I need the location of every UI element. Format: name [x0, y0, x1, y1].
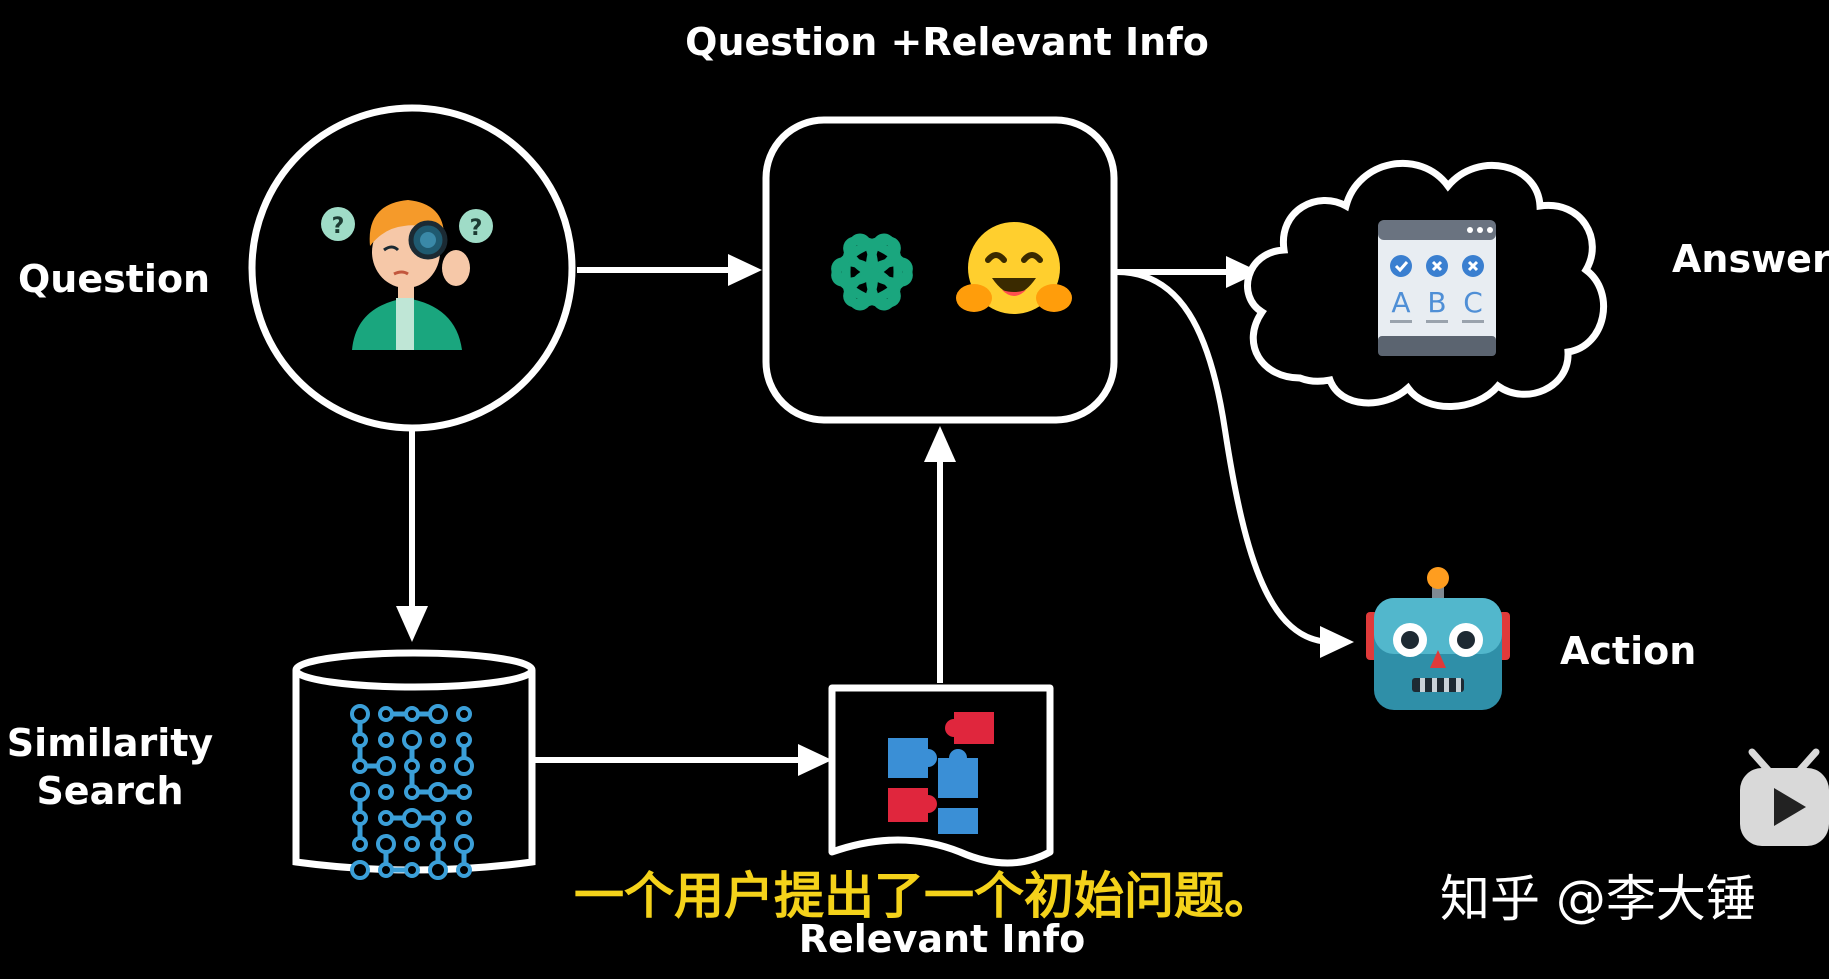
vector-graph-node — [376, 834, 396, 854]
play-button-icon[interactable] — [1740, 748, 1829, 846]
vector-graph-node — [352, 836, 368, 852]
zhihu-watermark: 知乎 @李大锤 — [1440, 870, 1756, 928]
vector-graph-node — [454, 834, 474, 854]
vector-graph-node — [404, 862, 420, 878]
label-action: Action — [1560, 629, 1696, 673]
vector-graph-node — [404, 758, 420, 774]
arrow-db-to-relevant-info-head — [798, 744, 832, 776]
confused-person-with-magnifier-icon: ? ? — [321, 200, 493, 350]
vector-graph-node — [378, 862, 394, 878]
vector-graph-node — [404, 784, 420, 800]
label-question: Question — [18, 257, 210, 301]
arrow-llm-to-action — [1116, 269, 1331, 645]
arrow-llm-to-action-head — [1320, 626, 1354, 658]
label-similarity-search-line1: Similarity — [7, 721, 214, 765]
label-answer: Answer — [1672, 237, 1829, 281]
vector-graph-node — [404, 706, 420, 722]
vector-graph-node — [378, 706, 394, 722]
arrow-question-to-llm-head — [728, 254, 762, 286]
vector-graph-node — [456, 706, 472, 722]
vector-graph-node — [428, 782, 448, 802]
label-similarity-search-line2: Search — [36, 769, 183, 813]
arrow-relevant-info-to-llm-head — [924, 426, 956, 462]
arrow-llm-to-answer-head — [1226, 256, 1260, 288]
vector-graph-node — [430, 732, 446, 748]
vector-graph-node — [352, 732, 368, 748]
answer-node: A B C — [1244, 159, 1608, 410]
vector-graph-node — [378, 810, 394, 826]
labels: Question +Relevant Info Question Answer … — [7, 20, 1829, 961]
vector-graph-node — [430, 836, 446, 852]
vector-graph-node — [378, 784, 394, 800]
multiple-choice-answer-sheet-icon: A B C — [1378, 220, 1496, 356]
arrow-question-to-db-head — [396, 606, 428, 642]
vector-graph-node — [404, 836, 420, 852]
answer-letter-a: A — [1391, 286, 1410, 319]
svg-text:?: ? — [332, 214, 345, 239]
connectors — [396, 254, 1354, 776]
vector-graph-node — [428, 860, 448, 880]
vector-graph-node — [456, 784, 472, 800]
openai-logo-icon — [831, 233, 913, 311]
vector-graph-node — [350, 782, 370, 802]
vector-graph-node — [454, 756, 474, 776]
vector-graph-node — [456, 862, 472, 878]
vector-graph-node — [456, 810, 472, 826]
vector-graph-node — [430, 810, 446, 826]
question-node: ? ? — [248, 104, 576, 432]
llm-node — [762, 116, 1118, 424]
svg-text:?: ? — [470, 216, 483, 241]
label-question-relevant-info: Question +Relevant Info — [685, 20, 1209, 64]
hugging-face-icon — [956, 222, 1072, 314]
vector-graph-node — [352, 758, 368, 774]
action-node — [1366, 567, 1510, 710]
vector-graph-node — [376, 756, 396, 776]
vector-graph-node — [428, 704, 448, 724]
vector-graph-node — [402, 808, 422, 828]
answer-letter-b: B — [1427, 286, 1446, 319]
vector-graph-node — [350, 860, 370, 880]
relevant-info-node — [828, 684, 1054, 867]
answer-letter-c: C — [1463, 286, 1483, 319]
vector-graph-node — [352, 810, 368, 826]
vector-graph-node — [402, 730, 422, 750]
vector-graph-node — [378, 732, 394, 748]
vector-graph-node — [350, 704, 370, 724]
vector-graph-node — [430, 758, 446, 774]
vector-graph-node — [456, 732, 472, 748]
video-subtitle: 一个用户提出了一个初始问题。 — [574, 867, 1274, 925]
vector-graph-icon — [350, 704, 474, 880]
vector-db-node — [292, 649, 536, 880]
puzzle-pieces-icon — [888, 712, 994, 834]
robot-face-icon — [1366, 567, 1510, 710]
label-relevant-info: Relevant Info — [799, 917, 1086, 961]
